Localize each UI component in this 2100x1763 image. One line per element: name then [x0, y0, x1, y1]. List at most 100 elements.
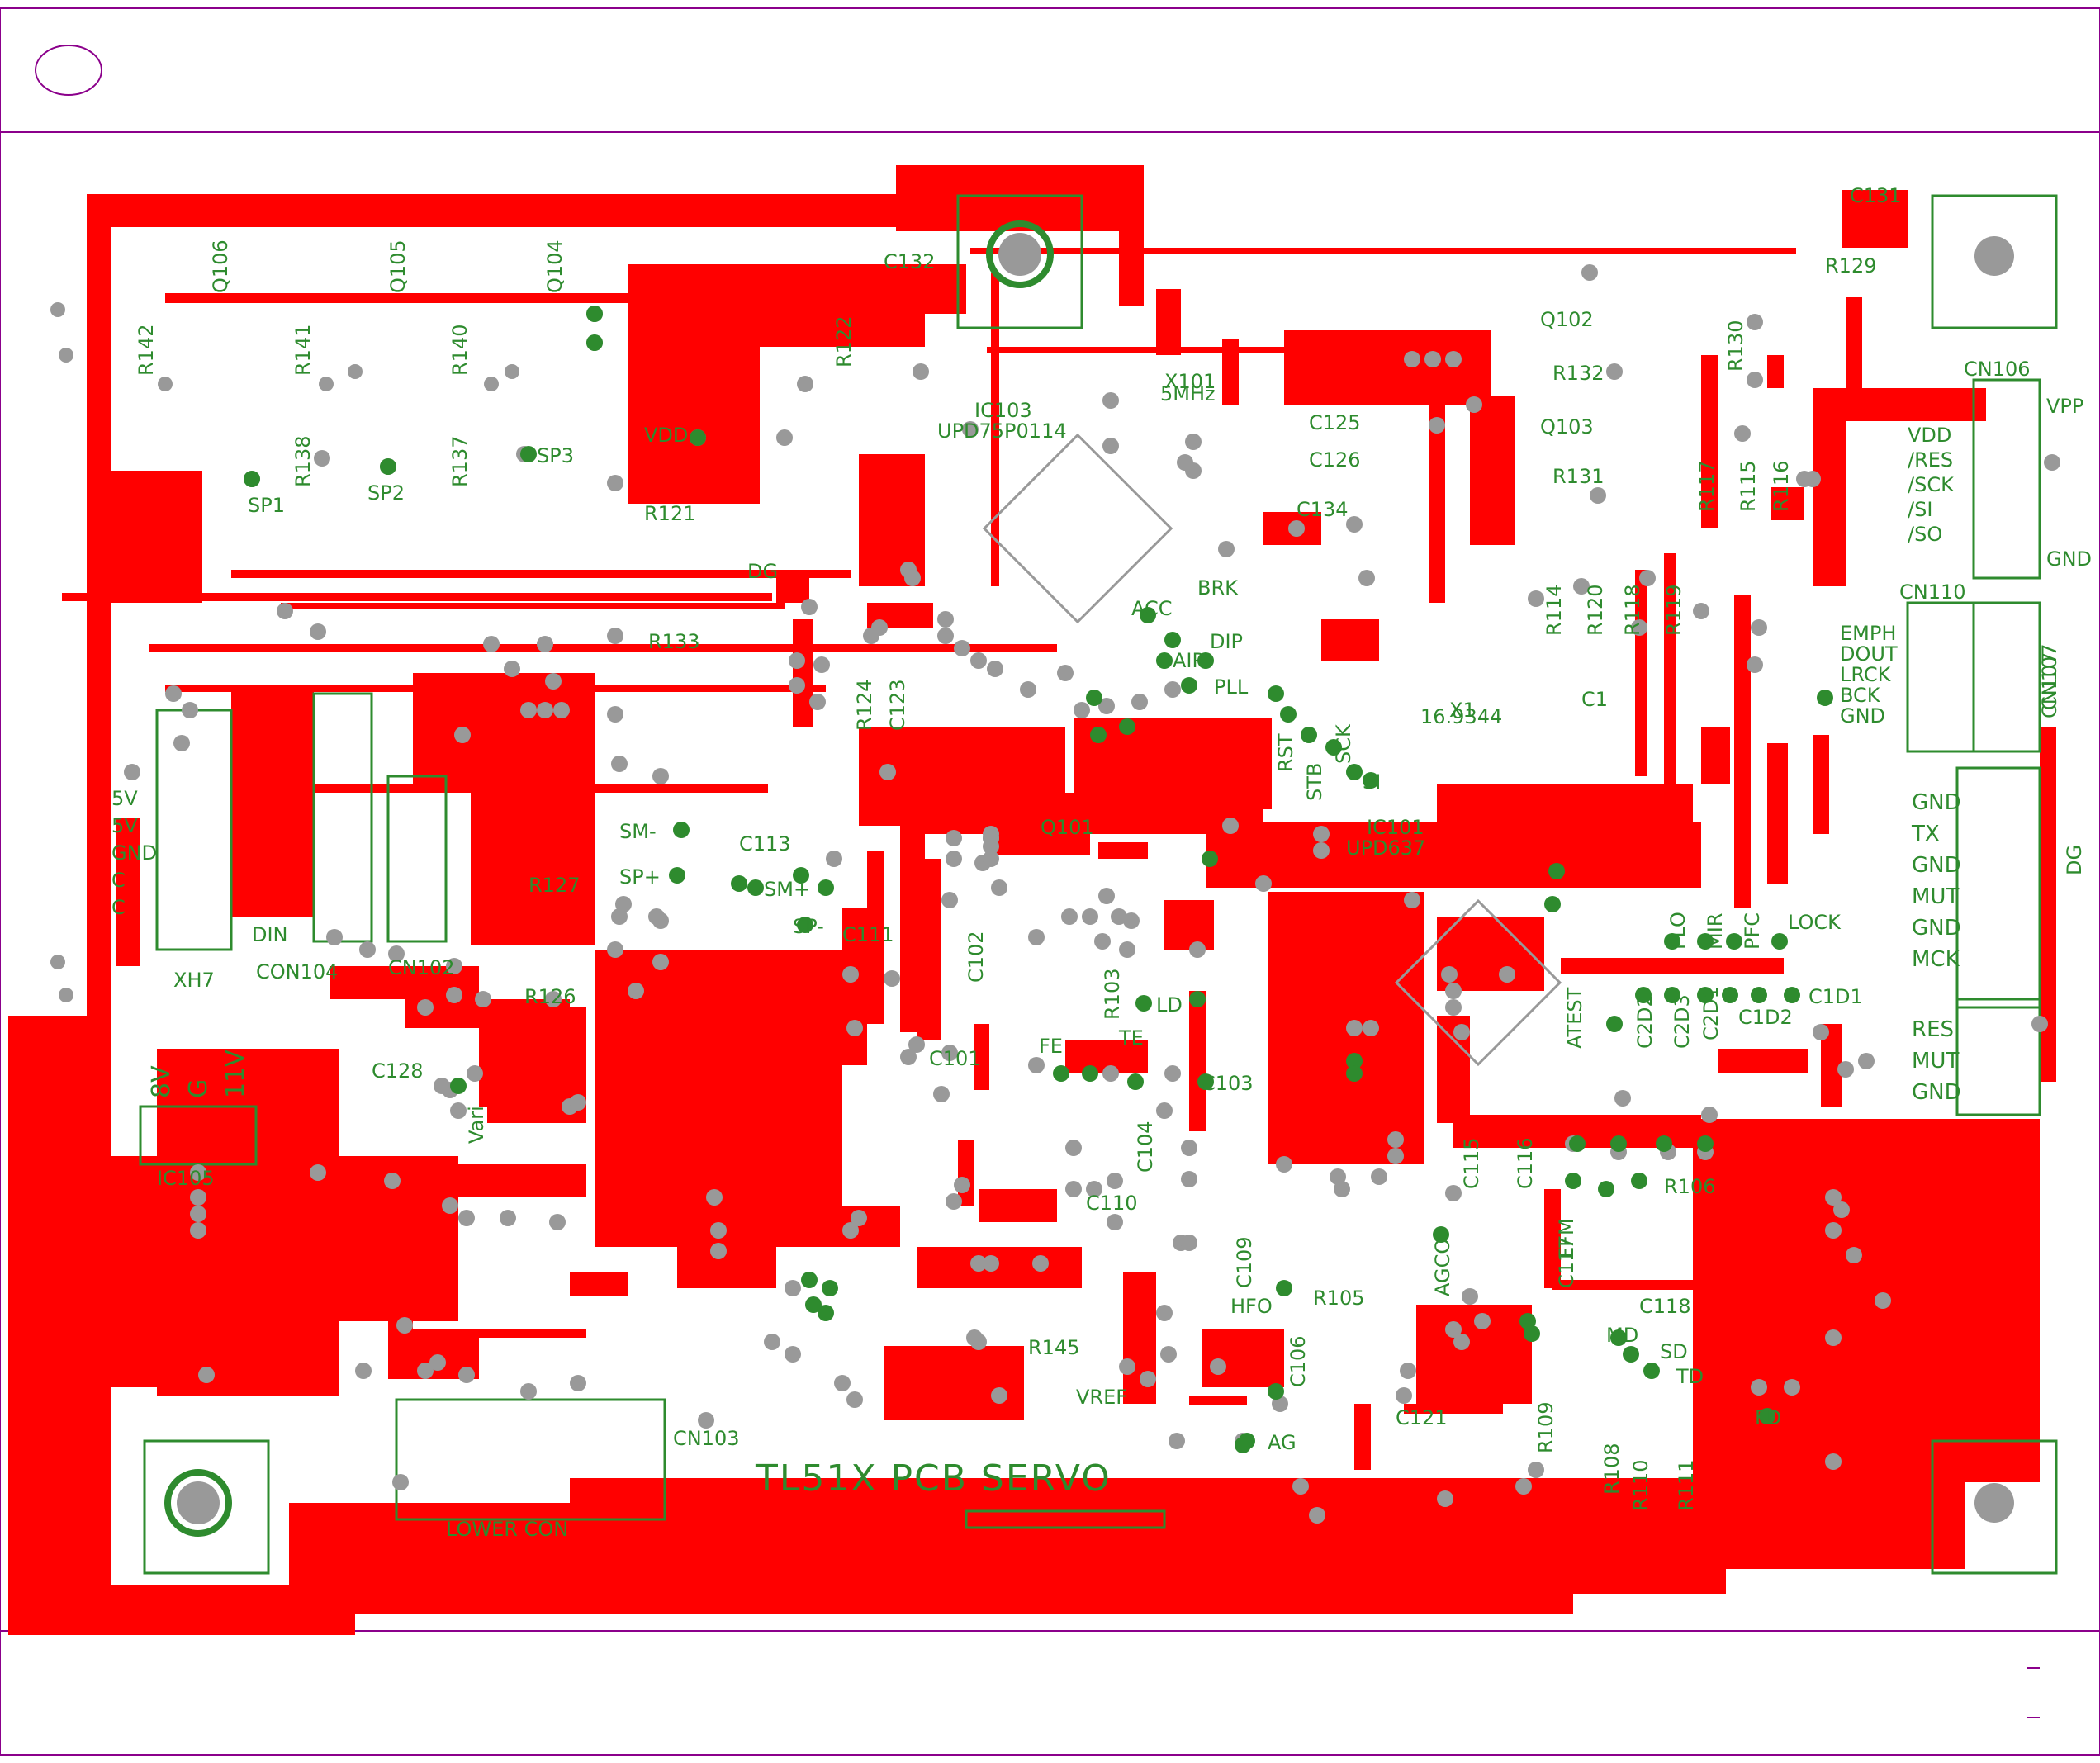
designator-cn106: CN106: [1964, 358, 2031, 381]
dg-label: DG: [2063, 845, 2086, 875]
designator-sp+: SP+: [619, 865, 661, 889]
designator-c103: C103: [1202, 1072, 1254, 1095]
cn110-pin-label: LRCK: [1840, 663, 1892, 686]
designator-c106: C106: [1287, 1335, 1310, 1387]
designator-r111: R111: [1675, 1460, 1698, 1511]
designator-r122: R122: [832, 316, 856, 367]
designator-r119: R119: [1662, 585, 1685, 636]
designator-vref: VREF: [1076, 1386, 1127, 1409]
designator-r111: R111: [1675, 1460, 1698, 1511]
designator-c132: C132: [884, 250, 936, 273]
designator-q103: Q103: [1540, 415, 1594, 438]
designator-upd637: UPD637: [1346, 836, 1425, 860]
connector-pin-label: 5V: [111, 787, 138, 810]
designator-r106: R106: [1664, 1175, 1715, 1198]
designator-r141: R141: [292, 325, 315, 376]
designator-r126: R126: [524, 985, 576, 1008]
designator-r109: R109: [1534, 1402, 1557, 1453]
designator-cn110: CN110: [1899, 581, 1966, 604]
designator-con104: CON104: [256, 960, 338, 983]
designator-c1d2: C1D2: [1738, 1006, 1793, 1029]
designator-c101: C101: [929, 1047, 981, 1070]
designator-md: MD: [1606, 1324, 1638, 1347]
designator-c113: C113: [739, 832, 791, 855]
designator-r110: R110: [1629, 1460, 1652, 1511]
designator-ld: LD: [1156, 993, 1183, 1017]
cn110-pin-label: DOUT: [1840, 642, 1898, 666]
connector-pin-label: GND: [1912, 790, 1961, 815]
designator-16.9344: 16.9344: [1420, 705, 1502, 728]
designator-din: DIN: [252, 923, 288, 946]
designator-r130: R130: [1724, 320, 1747, 372]
designator-r142: R142: [135, 325, 158, 376]
ic-footprints: [982, 433, 1562, 1067]
designator-fe: FE: [1039, 1035, 1063, 1058]
designator-c2d2: C2D2: [1633, 994, 1657, 1049]
designator-q105: Q105: [386, 239, 410, 293]
designator-5mhz: 5MHz: [1160, 382, 1216, 405]
designator-c102: C102: [965, 931, 988, 983]
designator-te: TE: [1118, 1026, 1144, 1050]
designator-lock: LOCK: [1788, 911, 1842, 934]
cn110-pin-label: BCK: [1840, 684, 1881, 707]
designator-c111: C111: [842, 923, 894, 946]
designator-q106: Q106: [209, 239, 232, 293]
cn106-pin-label: VPP: [2046, 395, 2083, 418]
designator-r115: R115: [1737, 461, 1760, 512]
designator-cn102: CN102: [388, 956, 455, 979]
designator-ic105: IC105: [157, 1167, 215, 1190]
designator-r129: R129: [1825, 254, 1876, 277]
designator-si: SI: [1363, 770, 1381, 794]
connector-pin-label: RES: [1912, 1017, 1954, 1042]
designator-c104: C104: [1134, 1121, 1157, 1173]
designator-c1d1: C1D1: [1808, 985, 1863, 1008]
designator-x101: X101: [1164, 370, 1216, 393]
designator-sm-: SM-: [619, 820, 657, 843]
designator-pfc: PFC: [1741, 912, 1764, 950]
designator-xh7: XH7: [173, 969, 215, 992]
designator-r132: R132: [1552, 362, 1604, 385]
designator-vari: Vari: [465, 1106, 488, 1144]
designator-hfo: HFO: [1230, 1295, 1273, 1318]
designator-ic103: IC103: [974, 399, 1032, 422]
designator-c115: C115: [1460, 1137, 1483, 1189]
power-pin-label: 11V: [221, 1050, 250, 1098]
connector-pin-label: GND: [1912, 853, 1961, 878]
designator-c110: C110: [1086, 1192, 1138, 1215]
connector-pin-label: MUT: [1912, 1049, 1959, 1073]
designator-upd75p0114: UPD75P0114: [937, 419, 1067, 443]
cn107-label: CN107: [2038, 652, 2061, 718]
designator-r120: R120: [1584, 585, 1607, 636]
designator-cn103: CN103: [673, 1427, 740, 1450]
designator-c2d1: C2D1: [1699, 986, 1723, 1040]
designator-r108: R108: [1600, 1443, 1624, 1495]
designator-efm: EFM: [1555, 1218, 1578, 1259]
designator-sp2: SP2: [367, 481, 405, 505]
designator-r133: R133: [648, 630, 699, 653]
cn110-pin-label: GND: [1840, 704, 1885, 727]
designator-rst: RST: [1274, 733, 1297, 772]
designator-aip: AIP: [1173, 649, 1204, 672]
connector-pin-label: C: [111, 896, 126, 919]
sheet-frame: [0, 7, 2100, 1756]
designator-mir: MIR: [1704, 913, 1727, 950]
copper-layer: [8, 165, 2056, 1635]
cn106-pin-label: /SCK: [1908, 473, 1955, 496]
designator-pll: PLL: [1214, 675, 1249, 699]
designator-c123: C123: [886, 679, 909, 731]
connector-pin-label: GND: [1912, 1080, 1961, 1105]
cn110-pin-label: EMPH: [1840, 622, 1896, 645]
designator-c131: C131: [1850, 184, 1902, 207]
designator-ag: AG: [1268, 1431, 1297, 1454]
designator-r124: R124: [853, 680, 876, 731]
corner-marker: [35, 45, 102, 96]
cn106-pin-label: VDD: [1908, 424, 1951, 447]
designator-cn107: CN107: [2038, 643, 2061, 710]
designator-q101: Q101: [1041, 816, 1094, 839]
